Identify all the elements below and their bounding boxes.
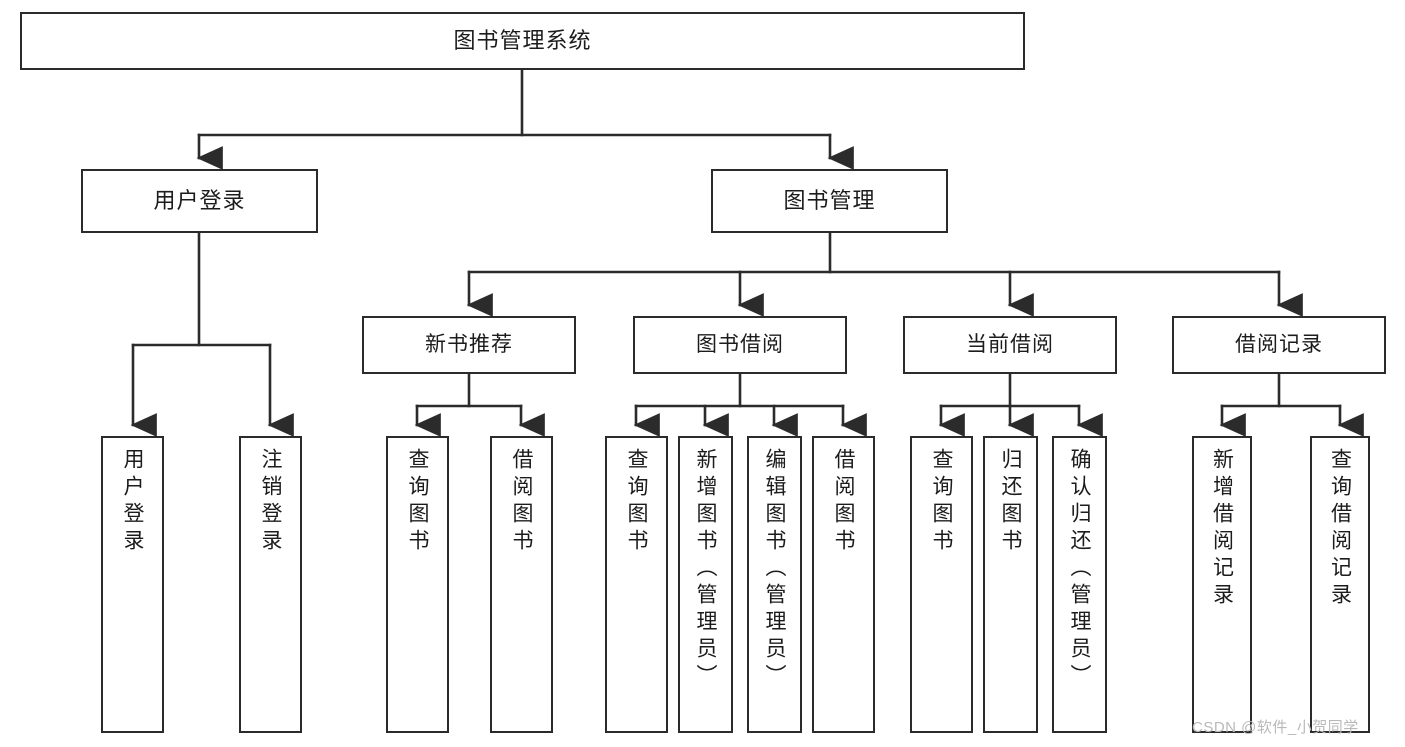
node-leaf-query-record[interactable]: 查询借阅记录: [1310, 436, 1370, 733]
node-leaf-query-book-3-label: 查询图书: [930, 448, 953, 556]
node-borrow-record-label: 借阅记录: [1235, 332, 1323, 356]
node-leaf-user-login[interactable]: 用户登录: [101, 436, 164, 733]
node-leaf-add-record[interactable]: 新增借阅记录: [1192, 436, 1252, 733]
node-book-borrow-label: 图书借阅: [696, 332, 784, 356]
node-user-login-label: 用户登录: [153, 188, 246, 214]
node-leaf-borrow-book-1-label: 借阅图书: [510, 448, 533, 556]
node-leaf-add-book[interactable]: 新增图书（管理员）: [678, 436, 733, 733]
node-leaf-user-logout-label: 注销登录: [259, 448, 282, 556]
node-leaf-add-book-label: 新增图书（管理员）: [694, 448, 717, 691]
node-leaf-confirm-return[interactable]: 确认归还（管理员）: [1052, 436, 1107, 733]
node-leaf-confirm-return-label: 确认归还（管理员）: [1068, 448, 1091, 691]
node-leaf-user-login-label: 用户登录: [121, 448, 144, 556]
node-leaf-query-book-1-label: 查询图书: [406, 448, 429, 556]
node-current-borrow-label: 当前借阅: [966, 332, 1054, 356]
node-leaf-borrow-book-2[interactable]: 借阅图书: [812, 436, 875, 733]
node-leaf-query-book-2[interactable]: 查询图书: [605, 436, 668, 733]
node-root-label: 图书管理系统: [453, 28, 592, 54]
node-leaf-add-record-label: 新增借阅记录: [1210, 448, 1234, 610]
node-leaf-edit-book[interactable]: 编辑图书（管理员）: [747, 436, 802, 733]
node-book-borrow[interactable]: 图书借阅: [633, 316, 847, 374]
node-leaf-borrow-book-1[interactable]: 借阅图书: [490, 436, 553, 733]
node-leaf-edit-book-label: 编辑图书（管理员）: [763, 448, 786, 691]
node-leaf-query-book-2-label: 查询图书: [625, 448, 648, 556]
node-leaf-return-book-label: 归还图书: [999, 448, 1022, 556]
node-leaf-borrow-book-2-label: 借阅图书: [832, 448, 855, 556]
node-leaf-return-book[interactable]: 归还图书: [983, 436, 1038, 733]
node-book-manage[interactable]: 图书管理: [711, 169, 948, 233]
node-leaf-query-book-3[interactable]: 查询图书: [910, 436, 973, 733]
node-leaf-query-record-label: 查询借阅记录: [1328, 448, 1352, 610]
node-book-manage-label: 图书管理: [783, 188, 876, 214]
node-root[interactable]: 图书管理系统: [20, 12, 1025, 70]
node-user-login[interactable]: 用户登录: [81, 169, 318, 233]
node-leaf-query-book-1[interactable]: 查询图书: [386, 436, 449, 733]
node-leaf-user-logout[interactable]: 注销登录: [239, 436, 302, 733]
node-current-borrow[interactable]: 当前借阅: [903, 316, 1117, 374]
node-new-book-rec-label: 新书推荐: [425, 332, 513, 356]
node-borrow-record[interactable]: 借阅记录: [1172, 316, 1386, 374]
node-new-book-rec[interactable]: 新书推荐: [362, 316, 576, 374]
